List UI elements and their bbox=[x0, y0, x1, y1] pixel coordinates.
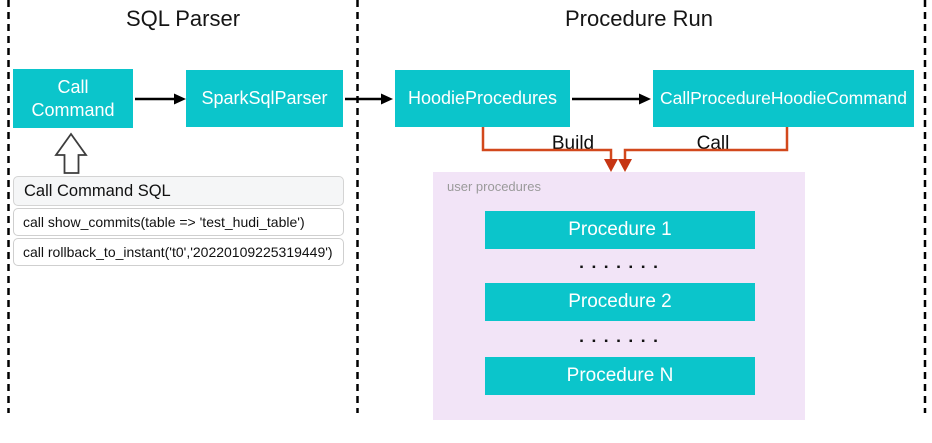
edge-label-build: Build bbox=[551, 133, 595, 154]
right-arrowhead-icon bbox=[381, 93, 393, 105]
edge-label-call: Call bbox=[696, 133, 730, 154]
down-arrowhead-icon bbox=[618, 159, 632, 172]
procedure-box: Procedure N bbox=[485, 357, 755, 395]
procedure-box: Procedure 1 bbox=[485, 211, 755, 249]
sql-example-row: call show_commits(table => 'test_hudi_ta… bbox=[13, 208, 344, 236]
procedure-box: Procedure 2 bbox=[485, 283, 755, 321]
sql-panel-header: Call Command SQL bbox=[13, 176, 344, 206]
right-arrowhead-icon bbox=[174, 93, 186, 105]
arrow-callcommand-to-sparksqlparser bbox=[135, 93, 186, 105]
arrow-sparksqlparser-to-hoodieprocedures bbox=[345, 93, 393, 105]
ellipsis-separator: ▪ ▪ ▪ ▪ ▪ ▪ ▪ bbox=[579, 336, 661, 347]
node-sparksqlparser: SparkSqlParser bbox=[186, 70, 343, 127]
up-arrow-icon bbox=[54, 132, 88, 174]
ellipsis-separator: ▪ ▪ ▪ ▪ ▪ ▪ ▪ bbox=[579, 262, 661, 273]
down-arrowhead-icon bbox=[604, 159, 618, 172]
sql-example-row: call rollback_to_instant('t0','202201092… bbox=[13, 238, 344, 266]
arrow-hoodieprocedures-to-callprocedurehoodiecommand bbox=[572, 93, 651, 105]
right-arrowhead-icon bbox=[639, 93, 651, 105]
user-procedures-panel: user procedures Procedure 1 ▪ ▪ ▪ ▪ ▪ ▪ … bbox=[433, 172, 805, 420]
section-title-procedure-run: Procedure Run bbox=[565, 6, 713, 31]
section-title-sql-parser: SQL Parser bbox=[125, 6, 241, 31]
node-hoodieprocedures: HoodieProcedures bbox=[395, 70, 570, 127]
user-procedures-label: user procedures bbox=[447, 179, 541, 194]
node-callprocedurehoodiecommand: CallProcedureHoodieCommand bbox=[653, 70, 914, 127]
node-call-command: Call Command bbox=[13, 69, 133, 128]
